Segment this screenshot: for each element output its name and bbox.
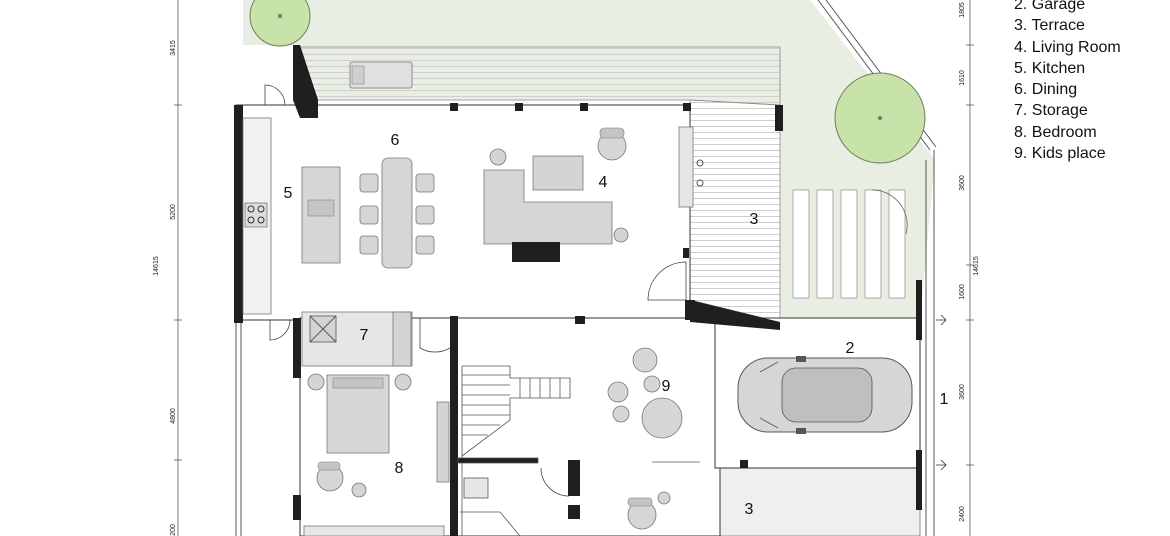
dimension-left-a: 3415 — [170, 40, 177, 56]
dining-set — [359, 157, 435, 269]
legend-item: 2. Garage — [1014, 0, 1086, 13]
armchair-icon — [316, 461, 344, 492]
doors — [264, 84, 687, 497]
dimension-left-b: 5200 — [170, 204, 177, 220]
entry-arrow-icon — [936, 314, 947, 471]
living-furniture — [483, 126, 704, 262]
legend-item: 7. Storage — [1014, 102, 1088, 120]
room-label-kids: 9 — [662, 378, 671, 395]
legend-item: 6. Dining — [1014, 81, 1078, 99]
fireplace — [678, 126, 694, 208]
armchair-icon — [597, 127, 627, 161]
walls — [234, 45, 922, 536]
room-label-garage: 2 — [846, 340, 855, 357]
dimension-lines — [174, 0, 974, 536]
dimension-left-total: 14615 — [153, 256, 160, 276]
dimension-right-e: 3600 — [959, 384, 966, 400]
terrace-right — [689, 99, 781, 323]
room-label-storage: 7 — [360, 327, 369, 344]
room-label-dining: 6 — [391, 132, 400, 149]
tree-icon — [834, 72, 926, 164]
dimension-right-f: 2400 — [959, 506, 966, 522]
dimension-left-d: 200 — [170, 524, 177, 536]
dimension-right-c: 3600 — [959, 175, 966, 191]
room-label-terrace-upper: 3 — [750, 211, 759, 228]
room-label-living: 4 — [599, 174, 608, 191]
legend-item: 5. Kitchen — [1014, 59, 1086, 77]
room-label-terrace-lower: 3 — [745, 501, 754, 518]
deck-top — [299, 46, 781, 106]
dimension-right-total: 14615 — [973, 256, 980, 276]
room-label-kitchen: 5 — [284, 185, 293, 202]
dimension-left-c: 4800 — [170, 408, 177, 424]
room-label-bedroom: 8 — [395, 460, 404, 477]
room-label-entry: 1 — [940, 391, 949, 408]
legend-item: 8. Bedroom — [1014, 123, 1097, 141]
tv-unit — [512, 242, 560, 262]
sun-lounger — [349, 61, 413, 89]
tree-icon — [249, 0, 311, 47]
kids-furniture — [607, 347, 700, 463]
dimension-right-b: 1610 — [959, 70, 966, 86]
staircase — [457, 365, 571, 536]
car-icon — [737, 356, 913, 434]
dimension-right-a: 1805 — [959, 2, 966, 18]
legend: 2. Garage 3. Terrace 4. Living Room 5. K… — [1014, 0, 1121, 164]
sofa — [483, 169, 613, 245]
coffee-table — [532, 155, 584, 191]
legend-item: 9. Kids place — [1014, 145, 1106, 163]
dimension-right-d: 1600 — [959, 284, 966, 300]
stepping-planks — [792, 189, 908, 299]
legend-item: 4. Living Room — [1014, 38, 1121, 56]
storage-room — [301, 311, 413, 367]
kitchen-counter — [242, 117, 341, 315]
bedroom-furniture — [303, 373, 450, 536]
legend-item: 3. Terrace — [1014, 17, 1085, 35]
armchair-icon — [627, 491, 671, 530]
